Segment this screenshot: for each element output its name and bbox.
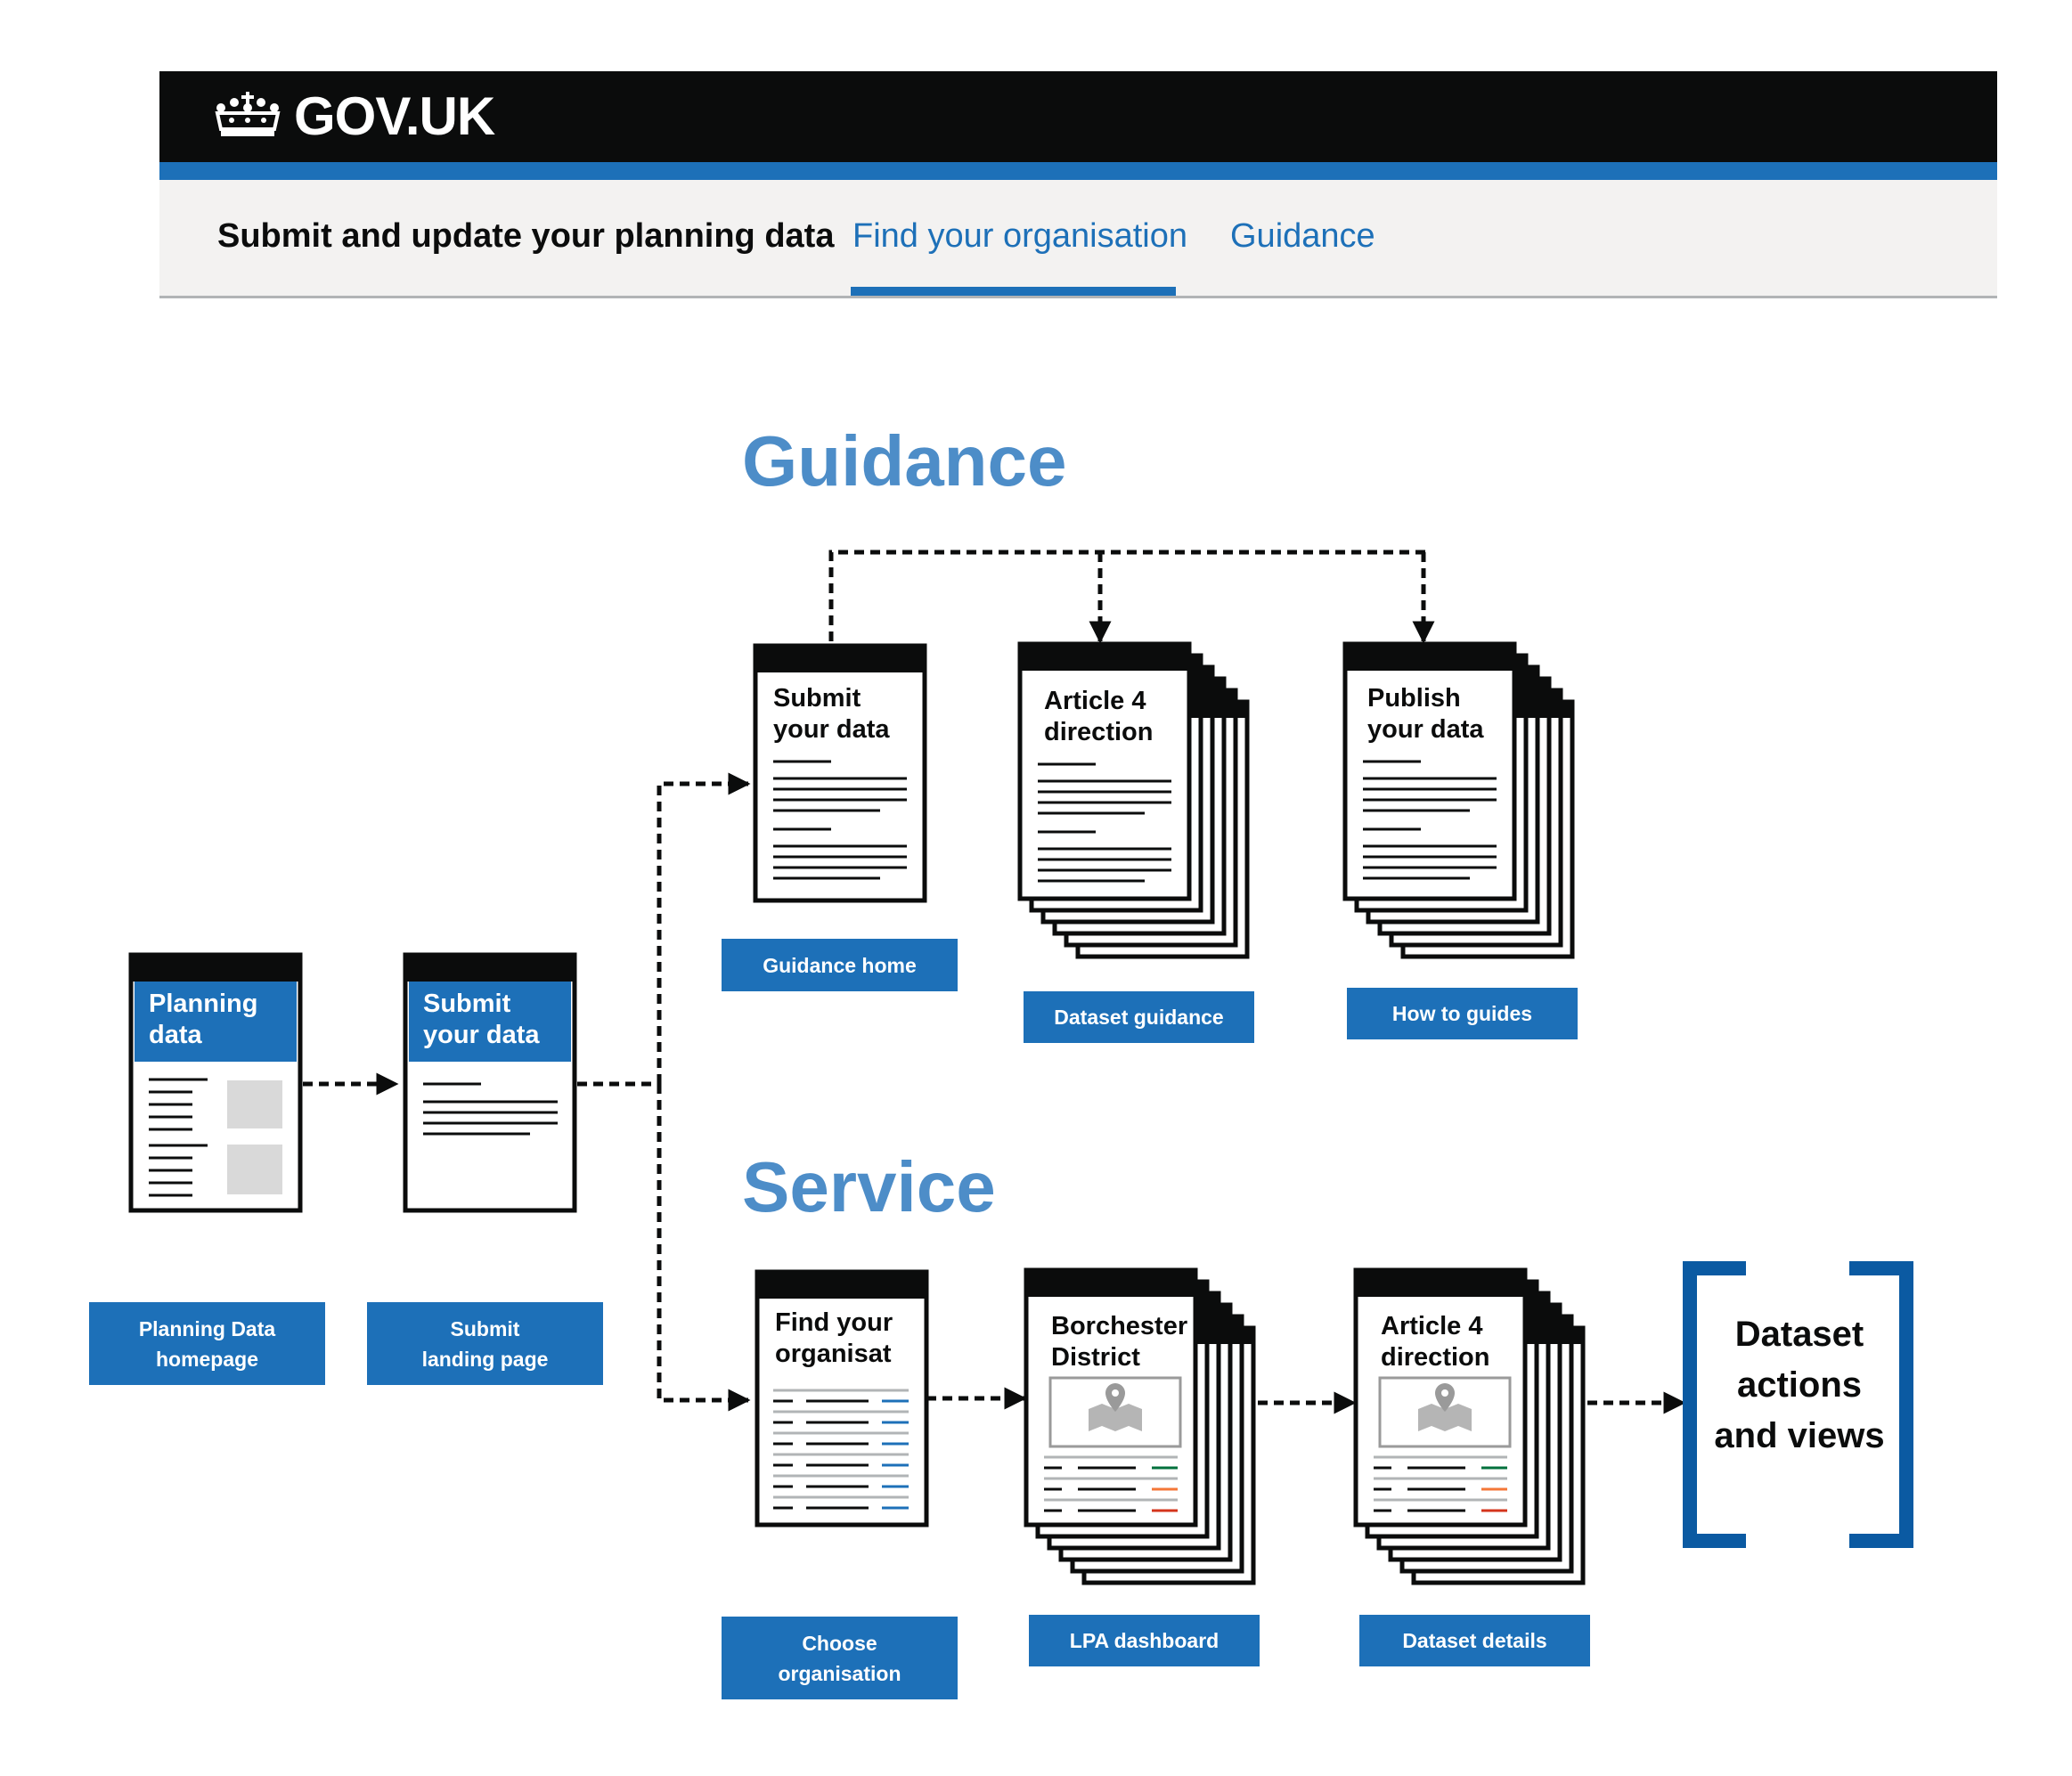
service-section-title: Service	[742, 1147, 996, 1226]
crown-icon	[215, 92, 281, 136]
page-choose-organisation	[755, 1269, 929, 1528]
service-name[interactable]: Submit and update your planning data	[217, 217, 835, 255]
page-stack-lpa-dashboard	[1024, 1267, 1256, 1585]
guidance-section-title: Guidance	[742, 421, 1067, 501]
header-accent-bar	[159, 162, 1997, 180]
label-dataset-details: Dataset details	[1359, 1615, 1590, 1666]
nav-find-your-organisation[interactable]: Find your organisation	[852, 217, 1187, 255]
label-guidance-home: Guidance home	[722, 939, 958, 991]
page-stack-dataset-guidance	[1017, 641, 1250, 959]
govuk-header	[159, 71, 1997, 162]
active-nav-indicator	[851, 287, 1176, 296]
page-guidance-home	[753, 643, 927, 903]
map-icon	[1418, 1383, 1472, 1431]
connector-to-choose-org	[657, 1084, 751, 1412]
nav-guidance[interactable]: Guidance	[1230, 217, 1375, 255]
page-stack-how-to-guides	[1342, 641, 1575, 959]
govuk-logo-text[interactable]: GOV.UK	[294, 86, 495, 146]
page-planning-data	[128, 952, 303, 1213]
label-lpa-dashboard: LPA dashboard	[1029, 1615, 1260, 1666]
service-navigation	[159, 180, 1997, 298]
dataset-actions-label: Dataset actions and views	[1714, 1315, 1885, 1455]
map-icon	[1089, 1383, 1142, 1431]
page-stack-dataset-details	[1353, 1267, 1586, 1585]
page-submit-landing	[403, 952, 577, 1213]
label-dataset-guidance: Dataset guidance	[1024, 991, 1254, 1043]
dataset-actions-bracket	[1683, 1261, 1913, 1548]
label-how-to-guides: How to guides	[1347, 988, 1578, 1039]
connector-to-guidance-home	[657, 772, 751, 1084]
connector-guidance-top	[828, 550, 1425, 641]
